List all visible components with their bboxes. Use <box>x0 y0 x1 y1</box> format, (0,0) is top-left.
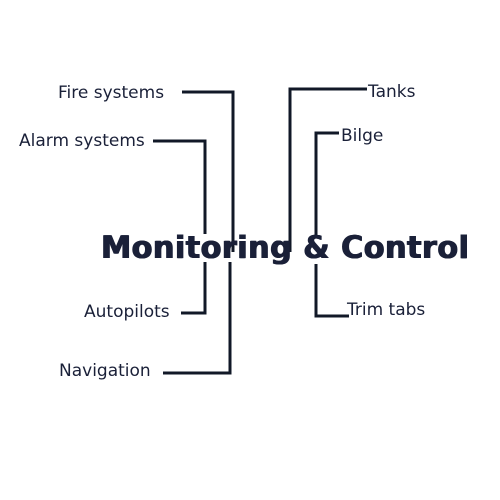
diagram-title: Monitoring & Control <box>101 230 470 266</box>
tanks-label: Tanks <box>368 82 416 102</box>
bilge-connector <box>314 131 339 236</box>
alarm-systems-label: Alarm systems <box>19 131 145 151</box>
trim-tabs-label: Trim tabs <box>347 300 426 320</box>
bilge-label: Bilge <box>341 126 384 146</box>
alarm-systems-connector <box>153 139 207 234</box>
autopilots-connector <box>181 262 207 315</box>
navigation-label: Navigation <box>59 361 151 381</box>
autopilots-label: Autopilots <box>84 302 170 322</box>
fire-systems-connector <box>182 90 235 252</box>
trim-tabs-connector <box>314 264 349 318</box>
tanks-connector <box>288 87 367 252</box>
navigation-connector <box>163 262 232 375</box>
fire-systems-label: Fire systems <box>58 83 165 103</box>
